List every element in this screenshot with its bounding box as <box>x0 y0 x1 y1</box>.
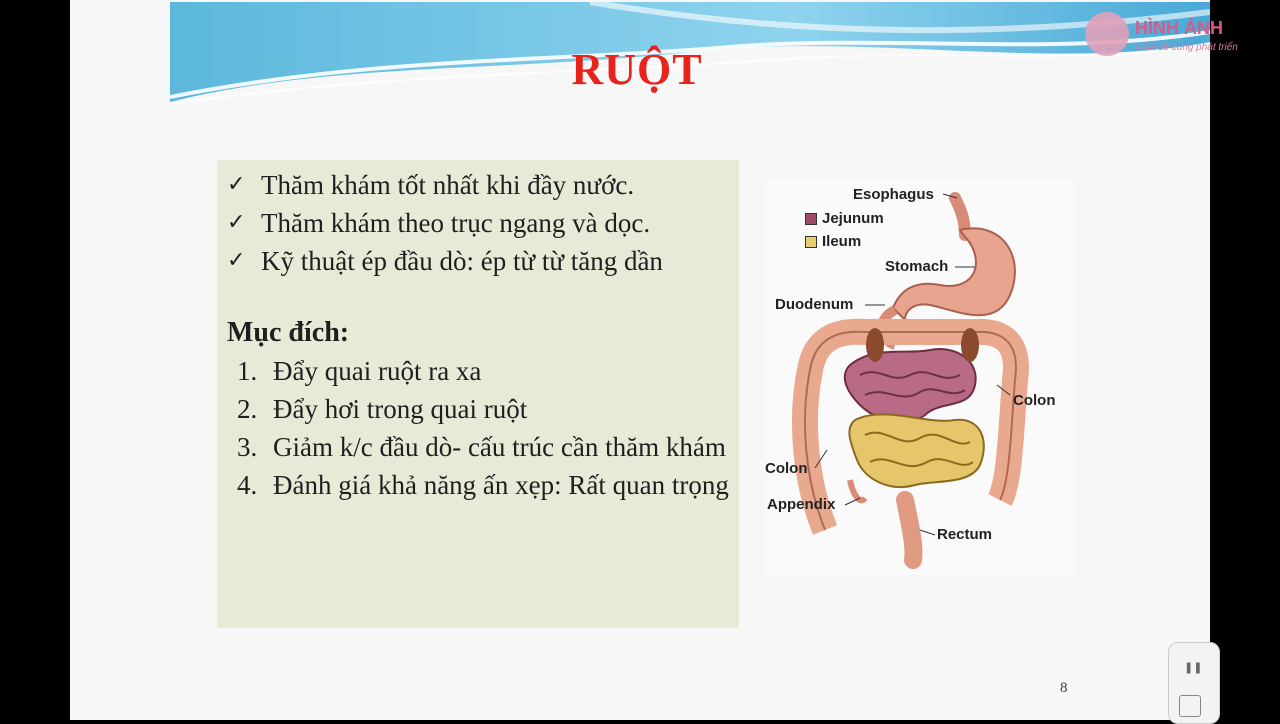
label-duodenum: Duodenum <box>775 296 854 313</box>
bullet-item: ✓Thăm khám theo trục ngang và dọc. <box>227 204 729 242</box>
legend-ileum: Ileum <box>805 233 861 250</box>
bullet-item: ✓Kỹ thuật ép đầu dò: ép từ từ tăng dần <box>227 242 729 280</box>
slide: RUỘT ✓Thăm khám tốt nhất khi đầy nước. ✓… <box>70 0 1210 720</box>
step-item: 3.Giảm k/c đầu dò- cấu trúc cần thăm khá… <box>237 432 726 462</box>
logo-name: HÌNH ẢNH <box>1135 18 1223 38</box>
legend-jejunum: Jejunum <box>805 210 884 227</box>
label-esophagus: Esophagus <box>853 186 934 203</box>
slide-title: RUỘT <box>571 45 703 94</box>
content-box: ✓Thăm khám tốt nhất khi đầy nước. ✓Thăm … <box>217 160 739 628</box>
bullet-item: ✓Thăm khám tốt nhất khi đầy nước. <box>227 166 729 204</box>
bullet-list: ✓Thăm khám tốt nhất khi đầy nước. ✓Thăm … <box>227 166 729 280</box>
label-appendix: Appendix <box>767 496 836 513</box>
ileum-swatch <box>805 236 817 249</box>
steps-list: 1.Đẩy quai ruột ra xa 2.Đẩy hơi trong qu… <box>227 352 729 504</box>
label-rectum: Rectum <box>937 526 993 543</box>
jejunum-swatch <box>805 213 817 226</box>
label-colon-left: Colon <box>765 460 808 477</box>
label-colon-right: Colon <box>1013 392 1056 409</box>
logo-icon <box>1085 12 1129 56</box>
page-number: 8 <box>1060 680 1068 696</box>
intestine-illustration <box>792 192 1029 569</box>
pause-icon[interactable]: ❚❚ <box>1184 661 1203 674</box>
purpose-heading: Mục đích: <box>227 317 350 348</box>
logo-tagline: Chia sẻ cùng phát triển <box>1135 42 1238 53</box>
step-item: 2.Đẩy hơi trong quai ruột <box>237 394 528 424</box>
fullscreen-icon[interactable] <box>1179 695 1201 717</box>
check-icon: ✓ <box>227 248 246 273</box>
intestine-diagram: Esophagus Jejunum Ileum Stomach Duodenum… <box>765 180 1075 575</box>
check-icon: ✓ <box>227 172 246 197</box>
player-controls: ❚❚ <box>1168 642 1220 724</box>
label-stomach: Stomach <box>885 258 949 275</box>
watermark-logo: HÌNH ẢNH Chia sẻ cùng phát triển <box>1085 10 1275 60</box>
banner-wave <box>170 2 1210 110</box>
check-icon: ✓ <box>227 210 246 235</box>
step-item: 4.Đánh giá khả năng ấn xẹp: Rất quan trọ… <box>237 470 729 500</box>
step-item: 1.Đẩy quai ruột ra xa <box>237 356 482 386</box>
